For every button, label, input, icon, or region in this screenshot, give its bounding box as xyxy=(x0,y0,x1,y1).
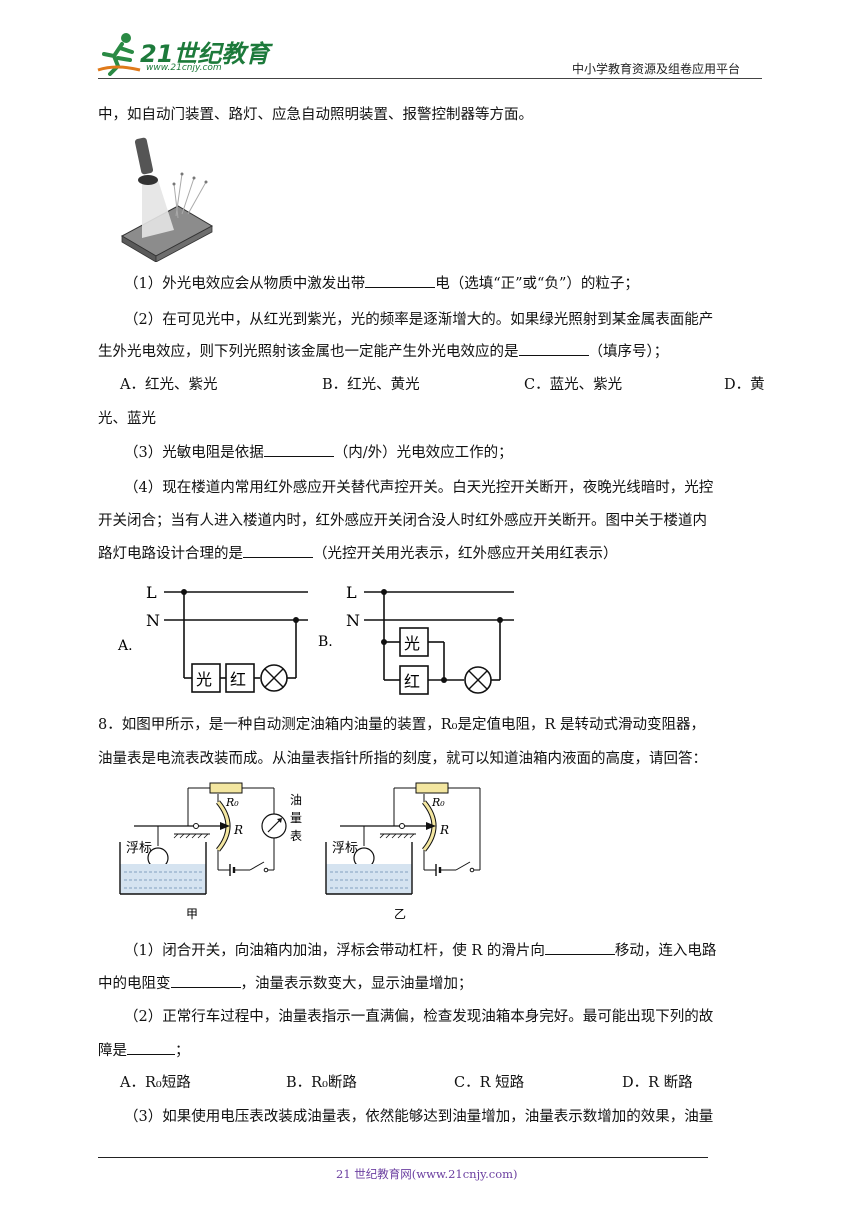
infrared-switch-box xyxy=(399,665,429,695)
intro-text: 中，如自动门装置、路灯、应急自动照明装置、报警控制器等方面。 xyxy=(98,107,533,123)
circuit-a-label: A. xyxy=(117,638,133,654)
q8-part2-line1: （2）正常行车过程中，油量表指示一直满偏，检查发现油箱本身完好。最可能出现下列的… xyxy=(124,1009,714,1025)
light-switch-label: 光 xyxy=(404,634,420,653)
resistor-r0 xyxy=(209,782,243,794)
oil-meter-label-1: 油 xyxy=(290,793,302,807)
resistor-r0 xyxy=(415,782,449,794)
q7-option-a: A．红光、紫光 xyxy=(120,377,218,393)
q8-line2: 油量表是电流表改装而成。从油量表指针所指的刻度，就可以知道油箱内液面的高度，请回… xyxy=(98,751,707,767)
oil-gauge-figure-jia: R₀ R 浮标 油 量 表 甲 xyxy=(119,782,302,921)
logo-text: 21世纪教育 xyxy=(140,40,270,68)
q7-part3: （3）光敏电阻是依据（内/外）光电效应工作的； xyxy=(124,442,513,464)
infrared-switch-label: 红 xyxy=(404,672,420,691)
neutral-wire-label: N xyxy=(146,611,160,630)
q7-part2-line2: 生外光电效应，则下列光照射该金属也一定能产生外光电效应的是（填序号）； xyxy=(98,341,668,363)
q7-option-c: C．蓝光、紫光 xyxy=(524,377,623,393)
logo-url: www.21cnjy.com xyxy=(146,63,222,73)
live-wire-label: L xyxy=(146,583,157,602)
q8-part1-line1: （1）闭合开关，向油箱内加油，浮标会带动杠杆，使 R 的滑片向移动，连入电路 xyxy=(124,940,716,962)
circuit-b-label: B. xyxy=(318,634,333,650)
infrared-switch-label: 红 xyxy=(230,670,246,689)
float-label: 浮标 xyxy=(332,841,358,856)
footer-rule xyxy=(98,1157,708,1158)
light-switch-label: 光 xyxy=(196,670,212,689)
oil-gauge-figure-yi: R₀ R 浮标 乙 xyxy=(325,782,481,921)
q8-option-d: D．R 断路 xyxy=(622,1075,693,1091)
q8-part1-line2: 中的电阻变，油量表示数变大，显示油量增加； xyxy=(98,973,473,995)
answer-blank[interactable] xyxy=(518,341,589,356)
q8-option-c: C．R 短路 xyxy=(454,1075,525,1091)
flashlight-experiment-illustration xyxy=(120,137,214,262)
q7-part4-line1: （4）现在楼道内常用红外感应开关替代声控开关。白天光控开关断开，夜晚光线暗时，光… xyxy=(124,480,714,496)
header-rule xyxy=(98,78,762,79)
q8-line1: 8．如图甲所示，是一种自动测定油箱内油量的装置，R₀是定值电阻，R 是转动式滑动… xyxy=(98,717,705,733)
q7-part4-line2: 开关闭合；当有人进入楼道内时，红外感应开关闭合没人时红外感应开关断开。图中关于楼… xyxy=(98,513,707,529)
oil-meter-label-3: 表 xyxy=(290,829,302,843)
answer-blank[interactable] xyxy=(544,940,615,955)
answer-blank[interactable] xyxy=(170,973,241,988)
float-label: 浮标 xyxy=(126,841,152,856)
r-label: R xyxy=(233,823,243,837)
answer-blank[interactable] xyxy=(243,543,313,558)
oil-meter-label-2: 量 xyxy=(290,811,302,825)
neutral-wire-label: N xyxy=(346,611,360,630)
q8-option-a: A．R₀短路 xyxy=(120,1075,191,1091)
footer-text: 21 世纪教育网(www.21cnjy.com) xyxy=(336,1167,518,1181)
q7-option-d: D．黄 xyxy=(724,377,765,393)
figure-caption-yi: 乙 xyxy=(394,907,406,921)
circuit-a-diagram: A. L N 光 红 xyxy=(117,583,308,693)
q7-part4-line3: 路灯电路设计合理的是（光控开关用光表示，红外感应开关用红表示） xyxy=(98,543,618,565)
answer-blank[interactable] xyxy=(263,442,334,457)
q7-part2-line1: （2）在可见光中，从红光到紫光，光的频率是逐渐增大的。如果绿光照射到某金属表面能… xyxy=(124,312,714,328)
answer-blank[interactable] xyxy=(127,1040,175,1055)
q7-option-b: B．红光、黄光 xyxy=(322,377,420,393)
figure-caption-jia: 甲 xyxy=(186,907,198,921)
q7-part1: （1）外光电效应会从物质中激发出带电（选填“正”或“负”）的粒子； xyxy=(124,273,639,295)
r-label: R xyxy=(439,823,449,837)
q8-part2-line2: 障是； xyxy=(98,1040,190,1062)
q8-part3-line1: （3）如果使用电压表改装成油量表，依然能够达到油量增加，油量表示数增加的效果，油… xyxy=(124,1109,714,1125)
q7-option-d-continued: 光、蓝光 xyxy=(98,411,156,427)
platform-name: 中小学教育资源及组卷应用平台 xyxy=(572,62,741,76)
r0-label: R₀ xyxy=(225,796,239,809)
runner-logo-icon xyxy=(97,33,141,76)
circuit-b-diagram: B. L N 光 红 xyxy=(318,583,514,695)
q8-option-b: B．R₀断路 xyxy=(286,1075,357,1091)
live-wire-label: L xyxy=(346,583,357,602)
r0-label: R₀ xyxy=(431,796,445,809)
infrared-switch-box xyxy=(225,663,255,693)
answer-blank[interactable] xyxy=(365,273,436,288)
